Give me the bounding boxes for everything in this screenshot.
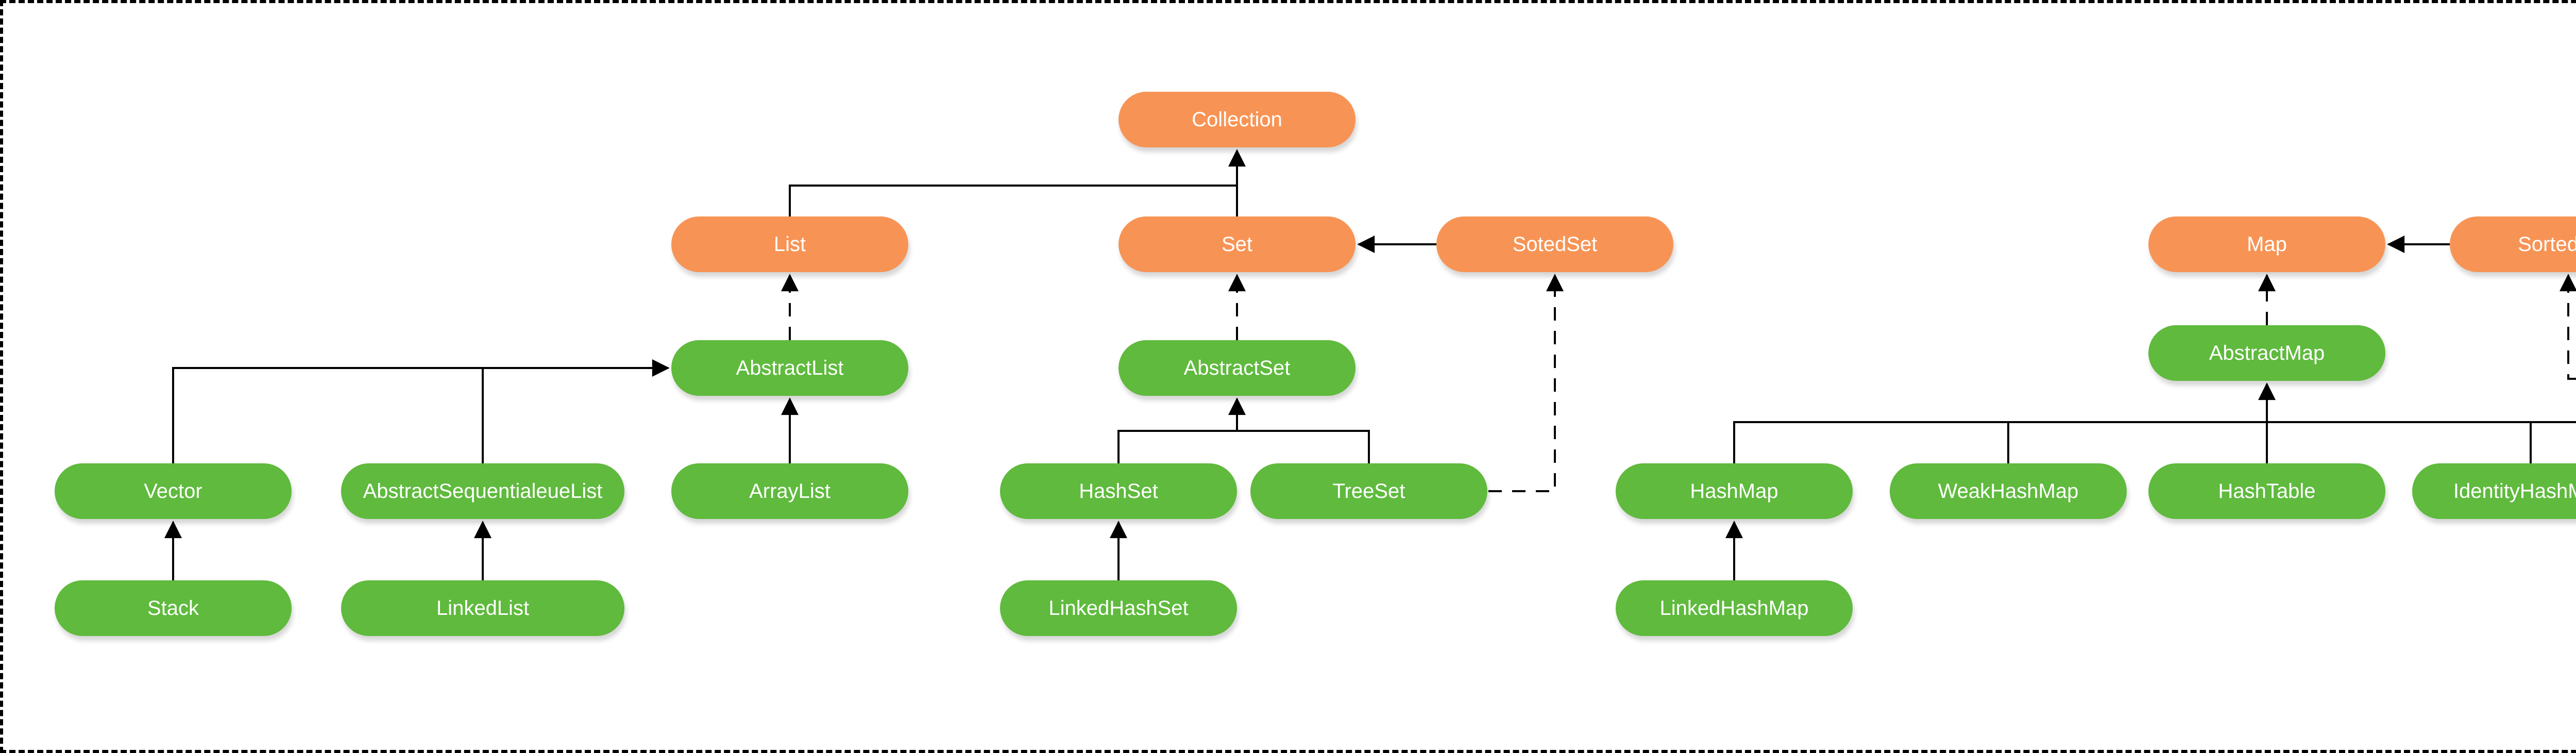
node-abstractsequentialeuelist: AbstractSequentialeueList xyxy=(341,463,624,519)
node-set: Set xyxy=(1118,216,1355,272)
node-linkedhashmap: LinkedHashMap xyxy=(1616,580,1853,636)
node-linkedhashset: LinkedHashSet xyxy=(1000,580,1237,636)
node-sotedset: SotedSet xyxy=(1436,216,1673,272)
node-hashset: HashSet xyxy=(1000,463,1237,519)
node-abstractmap: AbstractMap xyxy=(2148,325,2385,381)
edge-vector-to-abstractlist xyxy=(172,359,670,463)
node-abstractset: AbstractSet xyxy=(1118,340,1355,396)
node-abstractlist: AbstractList xyxy=(671,340,908,396)
edge-list-branch-to-collection xyxy=(789,185,1237,216)
node-treeset: TreeSet xyxy=(1250,463,1487,519)
node-weakhashmap: WeakHashMap xyxy=(1890,463,2127,519)
edge-treemap-to-sortedmap xyxy=(2560,274,2576,380)
node-sortedmap: SortedMap xyxy=(2450,216,2576,272)
node-linkedlist: LinkedList xyxy=(341,580,624,636)
node-hashmap: HashMap xyxy=(1616,463,1853,519)
edge-set-subclasses-bar xyxy=(1117,430,1370,463)
node-identityhashmap: IdentityHashMap xyxy=(2412,463,2576,519)
edge-treeset-to-sotedset xyxy=(1488,274,1564,492)
node-map: Map xyxy=(2148,216,2385,272)
node-arraylist: ArrayList xyxy=(671,463,908,519)
node-vector: Vector xyxy=(55,463,292,519)
node-hashtable: HashTable xyxy=(2148,463,2385,519)
node-list: List xyxy=(671,216,908,272)
node-stack: Stack xyxy=(55,580,292,636)
edge-map-subclasses-bar xyxy=(1733,421,2576,463)
node-collection: Collection xyxy=(1118,92,1355,147)
